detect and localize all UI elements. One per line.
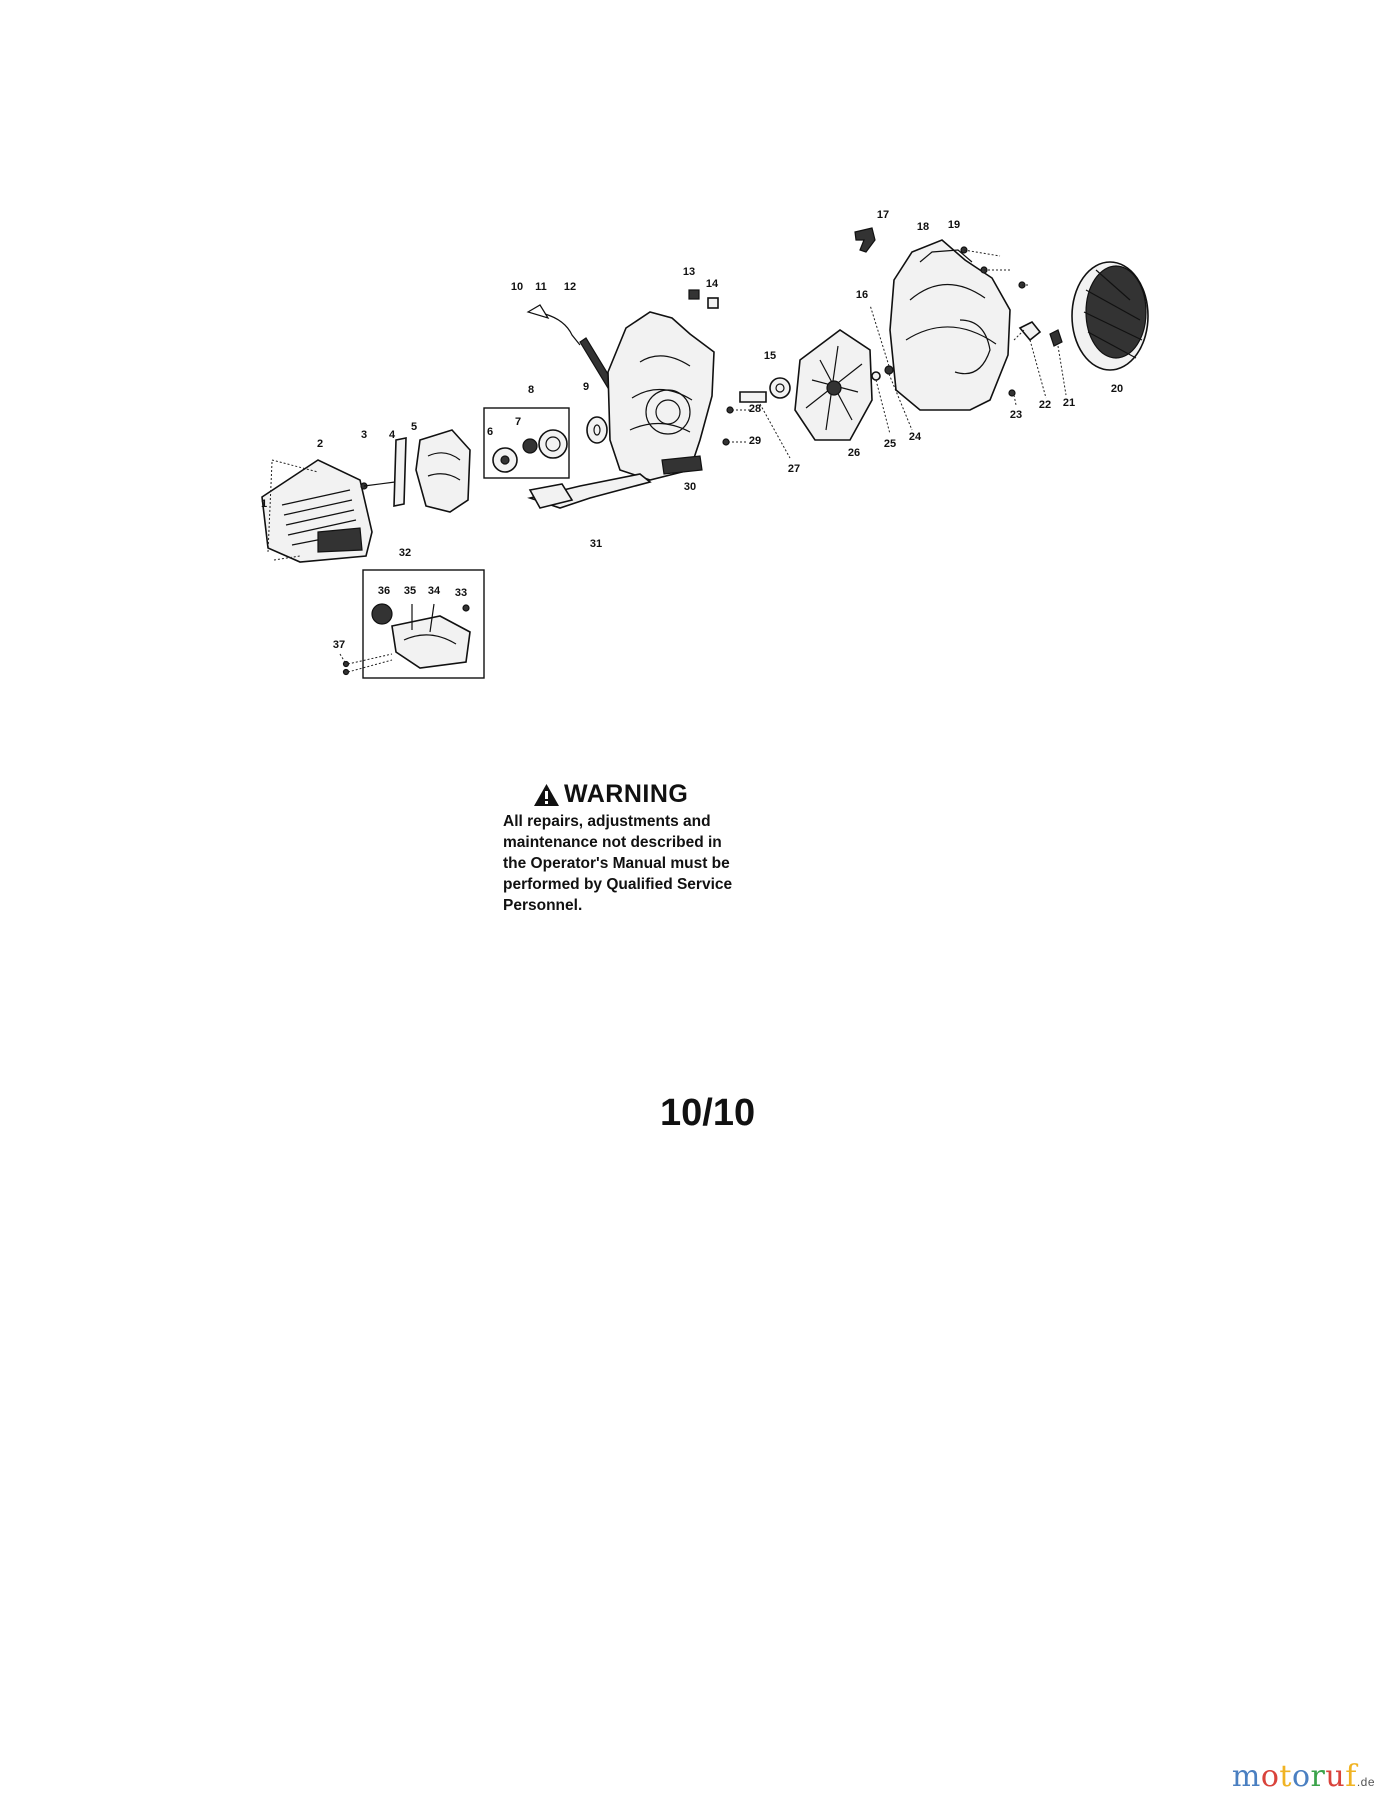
engine-housing-part	[607, 311, 715, 481]
watermark-suffix: .de	[1356, 1775, 1375, 1789]
warning-title: WARNING	[564, 780, 689, 808]
watermark-letters: motoruf	[1232, 1759, 1357, 1794]
starter-housing-part	[415, 429, 471, 513]
page-number: 10/10	[660, 1092, 756, 1134]
grommet-part	[707, 297, 719, 309]
engine-cover-part	[261, 459, 373, 563]
watermark-logo: motoruf.de	[1232, 1759, 1375, 1794]
latch-part	[1018, 320, 1042, 342]
clip-part	[1049, 329, 1063, 347]
part-number-label: 36	[378, 585, 390, 597]
watermark-letter: m	[1231, 1759, 1261, 1794]
throttle-trigger-part	[854, 227, 876, 253]
part-number-label: 12	[564, 281, 576, 293]
part-number-label: 14	[706, 278, 719, 290]
part-number-label: 4	[389, 429, 396, 441]
part-number-label: 3	[361, 429, 367, 441]
warning-notice: WARNING All repairs, adjustments and mai…	[503, 780, 793, 916]
part-number-label: 26	[848, 447, 860, 459]
impeller-part	[794, 329, 873, 441]
screw-part	[360, 481, 396, 490]
watermark-letter: u	[1325, 1759, 1346, 1794]
warning-line: All repairs, adjustments and	[503, 813, 711, 830]
part-number-label: 6	[487, 426, 493, 438]
part-number-label: 8	[528, 384, 534, 396]
watermark-letter: o	[1291, 1759, 1311, 1794]
part-number-label: 19	[948, 219, 960, 231]
pulley-part	[492, 447, 518, 473]
part-number-label: 25	[884, 438, 896, 450]
part-number-label: 33	[455, 587, 467, 599]
part-number-label: 32	[399, 547, 411, 559]
part-number-label: 29	[749, 435, 761, 447]
part-number-label: 7	[515, 416, 521, 428]
screw-part	[342, 660, 350, 668]
spark-wire-part	[526, 304, 615, 389]
warning-line: the Operator's Manual must be	[503, 855, 730, 872]
bolt-part	[1008, 389, 1016, 397]
part-number-label: 37	[333, 639, 345, 651]
shaft-part	[739, 391, 767, 403]
part-number-label: 2	[317, 438, 323, 450]
handle-part	[527, 473, 652, 509]
rope-reel-part	[538, 429, 568, 459]
starter-kit-box	[483, 407, 570, 479]
part-number-label: 30	[684, 481, 696, 493]
part-number-label: 17	[877, 209, 889, 221]
warning-triangle-icon	[534, 783, 559, 806]
part-number-label: 1	[261, 498, 267, 510]
part-number-label: 20	[1111, 383, 1123, 395]
warning-line: Personnel.	[503, 897, 583, 914]
part-number-label: 11	[535, 281, 547, 293]
part-number-label: 16	[856, 289, 868, 301]
part-number-label: 9	[583, 381, 589, 393]
blower-housing-part	[889, 239, 1011, 411]
part-number-label: 27	[788, 463, 800, 475]
part-number-label: 18	[917, 221, 929, 233]
washer-part	[871, 371, 881, 381]
warning-line: maintenance not described in	[503, 834, 722, 851]
part-number-label: 15	[764, 350, 776, 362]
screw-part	[342, 668, 350, 676]
watermark-letter: t	[1279, 1759, 1292, 1794]
warning-line: performed by Qualified Service	[503, 876, 733, 893]
warning-text: All repairs, adjustments and maintenance…	[503, 811, 778, 916]
intake-guard-part	[1071, 261, 1149, 371]
part-number-label: 28	[749, 403, 761, 415]
part-number-label: 31	[590, 538, 602, 550]
bushing-part	[769, 377, 791, 399]
washer-part	[586, 416, 608, 444]
watermark-letter: f	[1345, 1759, 1357, 1794]
nut-part	[688, 289, 700, 300]
nut-part	[884, 365, 894, 375]
part-number-label: 24	[909, 431, 922, 443]
part-number-label: 13	[683, 266, 695, 278]
spring-part	[522, 438, 538, 454]
part-number-label: 21	[1063, 397, 1075, 409]
part-number-label: 34	[428, 585, 441, 597]
part-number-label: 35	[404, 585, 416, 597]
air-filter-kit-box	[362, 569, 485, 679]
plate-part	[393, 437, 407, 507]
part-number-label: 5	[411, 421, 417, 433]
screw-part	[462, 604, 470, 612]
air-filter-part	[371, 603, 393, 625]
part-number-label: 10	[511, 281, 523, 293]
watermark-letter: r	[1310, 1759, 1326, 1794]
watermark-letter: o	[1260, 1759, 1280, 1794]
part-number-label: 23	[1010, 409, 1022, 421]
part-number-label: 22	[1039, 399, 1051, 411]
